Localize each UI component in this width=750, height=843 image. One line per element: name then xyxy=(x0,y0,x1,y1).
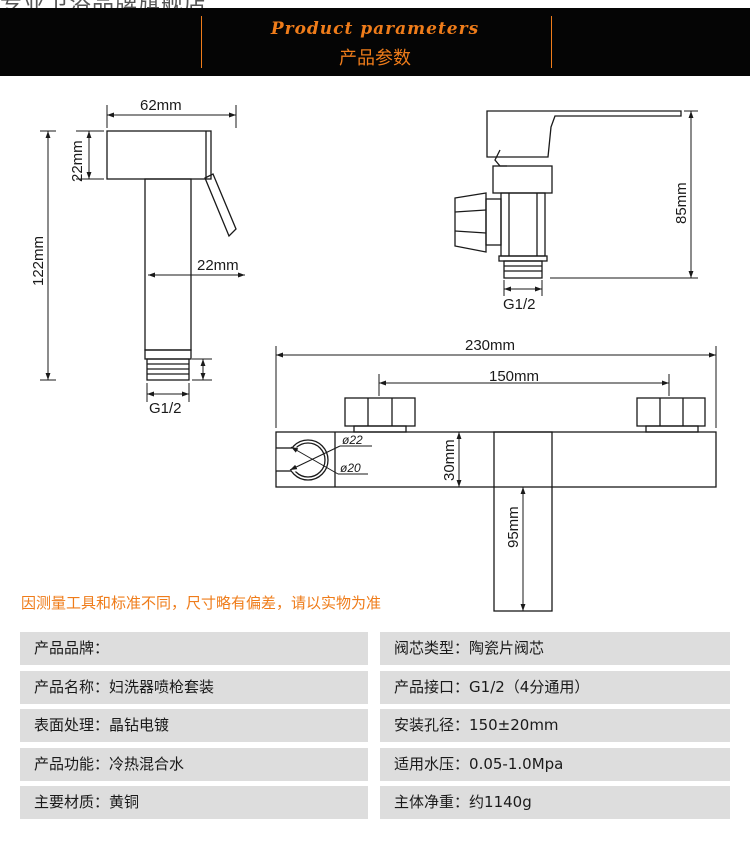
mixer-total-width-label: 230mm xyxy=(465,337,515,354)
spec-row-name: 产品名称：妇洗器喷枪套装 xyxy=(20,671,368,704)
header-divider-left xyxy=(201,16,202,68)
spec-label: 安装孔径 xyxy=(394,716,455,734)
spec-row-brand: 产品品牌： xyxy=(20,632,368,665)
top-cut-text: 专业卫浴品牌旗舰店 xyxy=(0,0,207,8)
spec-label: 产品品牌 xyxy=(34,639,95,657)
spec-label: 产品名称 xyxy=(34,678,95,696)
valve-thread xyxy=(503,260,543,279)
spec-label: 产品功能 xyxy=(34,755,95,773)
sprayer-body xyxy=(144,178,192,351)
mixer-dimensions xyxy=(275,346,717,611)
mixer-spout-height-label: 95mm xyxy=(505,506,522,548)
spec-value: 陶瓷片阀芯 xyxy=(469,639,545,657)
spec-value: 晶钻电镀 xyxy=(109,716,170,734)
sprayer-head xyxy=(106,130,212,180)
holder-inner-dia-label: ø20 xyxy=(340,461,361,475)
spec-value: 冷热混合水 xyxy=(109,755,185,773)
sprayer-collar xyxy=(144,349,192,360)
header-title-zh: 产品参数 xyxy=(339,48,411,69)
sprayer-total-height-label: 122mm xyxy=(30,236,47,286)
spec-label: 表面处理 xyxy=(34,716,95,734)
header-title-en: Product parameters xyxy=(270,19,480,39)
mixer-drawing xyxy=(275,397,717,612)
sprayer-head-height-label: 22mm xyxy=(69,140,86,182)
mixer-hole-distance-label: 150mm xyxy=(489,368,539,385)
valve-handle xyxy=(486,110,682,158)
spec-row-function: 产品功能：冷热混合水 xyxy=(20,748,368,781)
spec-label: 阀芯类型 xyxy=(394,639,455,657)
valve-upper-body xyxy=(492,165,553,194)
section-header: Product parameters 产品参数 xyxy=(0,8,750,76)
sprayer-dimensions xyxy=(40,105,245,402)
spec-value: 150±20mm xyxy=(469,716,559,734)
valve-drawing xyxy=(454,110,682,279)
sprayer-width-label: 62mm xyxy=(140,97,182,114)
sprayer-trigger xyxy=(204,173,237,238)
spec-row-weight: 主体净重：约1140g xyxy=(380,786,730,819)
valve-dimensions xyxy=(503,110,698,296)
sprayer-drawing xyxy=(106,130,237,381)
spec-value: 约1140g xyxy=(469,793,532,811)
valve-side-nut xyxy=(485,198,502,246)
spec-value: 黄铜 xyxy=(109,793,140,811)
valve-knob xyxy=(454,192,487,253)
measurement-notice: 因测量工具和标准不同，尺寸略有偏差，请以实物为准 xyxy=(21,594,382,612)
spec-label: 适用水压 xyxy=(394,755,455,773)
valve-thread-label: G1/2 xyxy=(503,296,536,313)
mixer-body-height-label: 30mm xyxy=(441,439,458,481)
header-divider-right xyxy=(551,16,552,68)
sprayer-body-width-label: 22mm xyxy=(197,257,239,274)
top-cut-banner: 专业卫浴品牌旗舰店 xyxy=(0,0,750,8)
spec-row-finish: 表面处理：晶钻电镀 xyxy=(20,709,368,742)
spec-row-pressure: 适用水压：0.05-1.0Mpa xyxy=(380,748,730,781)
sprayer-thread-label: G1/2 xyxy=(149,400,182,417)
spec-row-material: 主要材质：黄铜 xyxy=(20,786,368,819)
holder-outer-dia-label: ø22 xyxy=(342,433,363,447)
spec-row-hole-size: 安装孔径：150±20mm xyxy=(380,709,730,742)
spec-label: 产品接口 xyxy=(394,678,455,696)
mixer-right-nut xyxy=(636,397,706,427)
spec-row-connector: 产品接口：G1/2（4分通用） xyxy=(380,671,730,704)
valve-lower-body xyxy=(500,192,546,257)
spec-label: 主体净重 xyxy=(394,793,455,811)
valve-collar xyxy=(498,255,548,262)
spec-row-cartridge: 阀芯类型：陶瓷片阀芯 xyxy=(380,632,730,665)
spec-value: 0.05-1.0Mpa xyxy=(469,755,564,773)
spec-value: G1/2（4分通用） xyxy=(469,678,590,696)
spec-label: 主要材质 xyxy=(34,793,95,811)
spec-value: 妇洗器喷枪套装 xyxy=(109,678,215,696)
valve-height-label: 85mm xyxy=(673,182,690,224)
mixer-left-nut xyxy=(344,397,416,427)
